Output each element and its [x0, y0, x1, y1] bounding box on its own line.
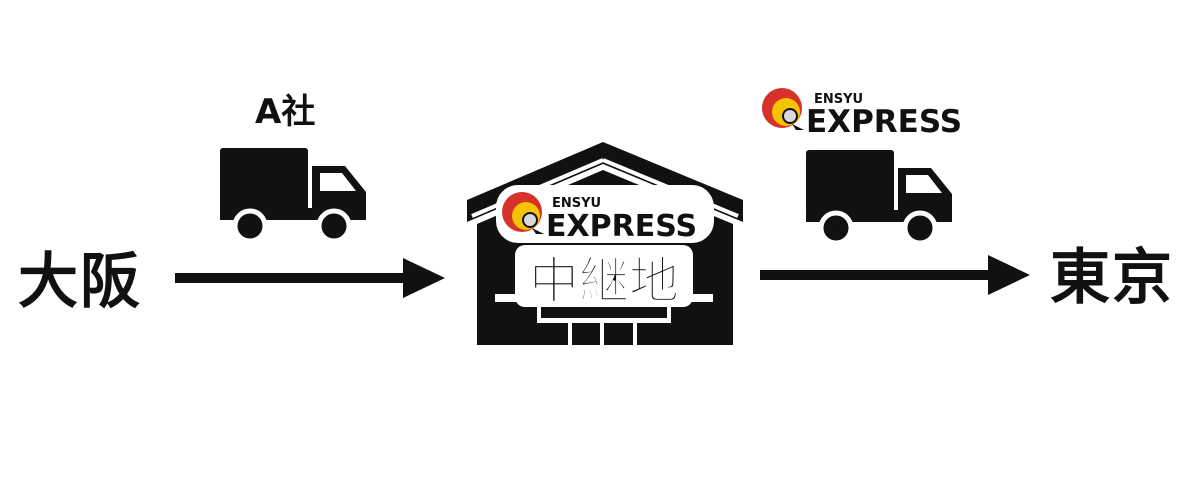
- svg-text:EXPRESS: EXPRESS: [806, 104, 962, 140]
- origin-label: 大阪: [18, 247, 142, 317]
- svg-text:ENSYU: ENSYU: [552, 196, 601, 211]
- truck-icon-ensyu: [806, 150, 952, 243]
- arrow-right-icon-1: [175, 258, 445, 298]
- svg-text:EXPRESS: EXPRESS: [546, 209, 697, 244]
- svg-text:ENSYU: ENSYU: [814, 92, 863, 107]
- arrow-right-icon-2: [760, 255, 1030, 295]
- ensyu-express-logo: ENSYU EXPRESS: [761, 87, 962, 140]
- ensyu-express-logo-warehouse: ENSYU EXPRESS: [501, 191, 697, 244]
- destination-label: 東京: [1050, 243, 1174, 313]
- carrier-a-label: A社: [255, 92, 316, 132]
- relay-label: 中継地: [529, 252, 679, 310]
- truck-icon-carrier-a: [220, 148, 366, 241]
- warehouse-icon: [467, 142, 743, 345]
